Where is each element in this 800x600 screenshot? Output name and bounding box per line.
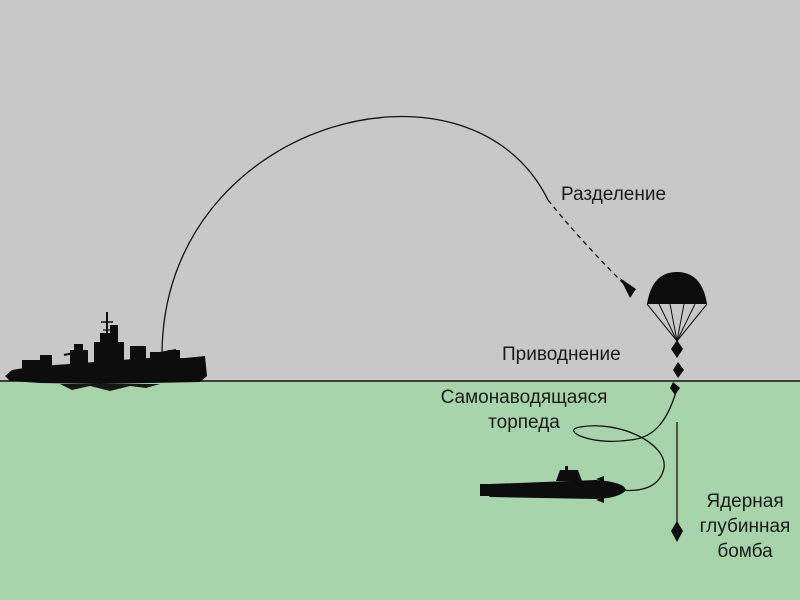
splashdown-marker <box>670 362 684 395</box>
ship-icon <box>5 312 207 391</box>
torpedo-path <box>573 391 677 492</box>
label-torpedo-line2: торпеда <box>488 412 560 433</box>
separation-trajectory <box>547 199 625 285</box>
label-bomb-line1: Ядерная <box>706 491 783 512</box>
label-splashdown: Приводнение <box>502 344 621 365</box>
sky <box>0 0 800 381</box>
sea <box>0 381 800 600</box>
label-bomb-line2: глубинная <box>700 516 791 537</box>
flight-trajectory <box>161 115 549 356</box>
submarine-icon <box>480 466 626 503</box>
parachute-icon <box>646 272 708 358</box>
booster-fragment <box>620 278 636 298</box>
depth-bomb-icon <box>671 521 683 542</box>
label-separation: Разделение <box>561 184 666 205</box>
label-torpedo-line1: Самонаводящаяся <box>441 387 608 408</box>
label-bomb-line3: бомба <box>717 541 773 562</box>
